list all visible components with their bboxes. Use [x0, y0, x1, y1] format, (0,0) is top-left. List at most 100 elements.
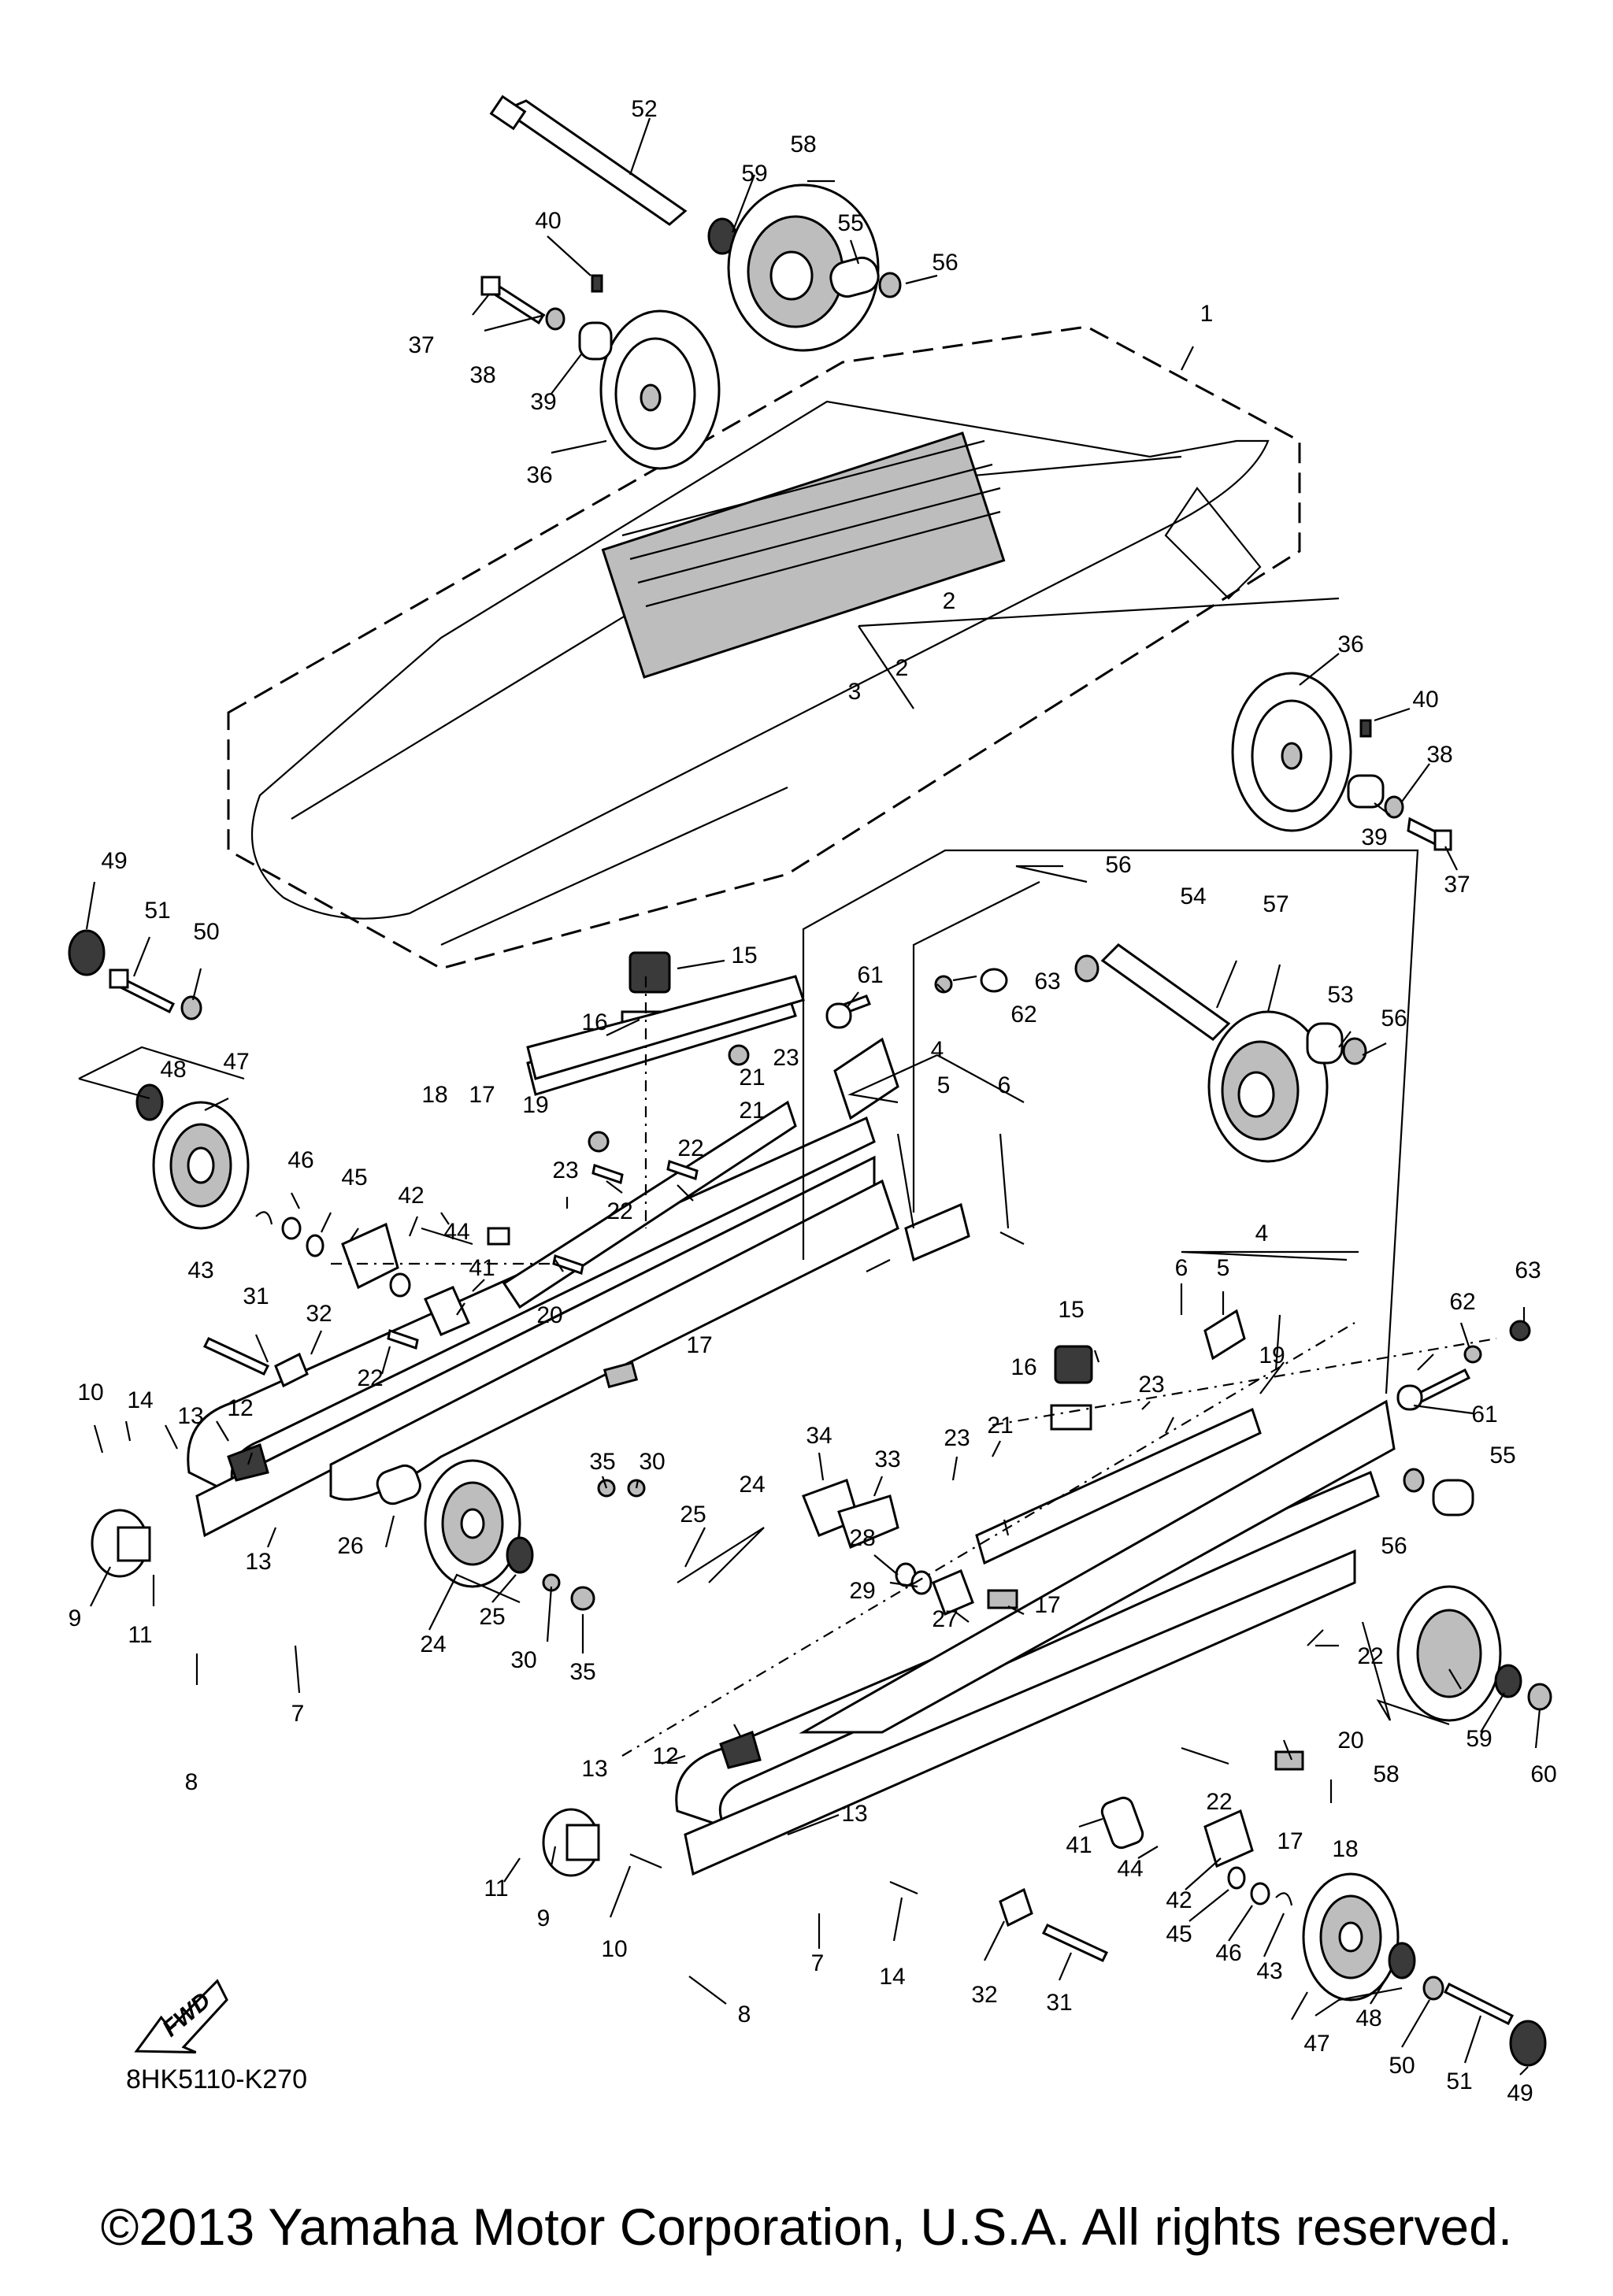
- callout-18: 18: [421, 1082, 447, 1108]
- callout-43b: 43: [1256, 1958, 1282, 1984]
- callout-13d: 13: [841, 1801, 867, 1827]
- callout-40: 40: [535, 208, 561, 234]
- callout-31: 31: [243, 1283, 269, 1309]
- callout-36b: 36: [1337, 631, 1363, 657]
- callout-17b: 17: [686, 1332, 712, 1358]
- callout-5: 5: [937, 1072, 951, 1098]
- right-slide-rail: [542, 1309, 1552, 2067]
- leader-lines: [78, 117, 1541, 2076]
- callout-16b: 16: [1010, 1354, 1036, 1380]
- callout-21c: 21: [987, 1413, 1013, 1439]
- callout-44b: 44: [1117, 1856, 1143, 1882]
- callout-27: 27: [932, 1606, 958, 1632]
- callout-12b: 12: [652, 1743, 678, 1769]
- callout-61b: 61: [1471, 1402, 1497, 1428]
- callout-50b: 50: [1389, 2053, 1415, 2079]
- callout-49b: 49: [1507, 2080, 1533, 2106]
- callout-62b: 62: [1449, 1289, 1475, 1315]
- callout-14b: 14: [879, 1964, 905, 1990]
- callout-20: 20: [536, 1302, 562, 1328]
- callout-24b: 24: [420, 1631, 446, 1657]
- callout-52: 52: [631, 96, 657, 122]
- callout-61: 61: [857, 962, 883, 988]
- callout-38b: 38: [1426, 742, 1452, 768]
- callout-50: 50: [193, 919, 219, 945]
- callout-6b: 6: [1175, 1255, 1188, 1281]
- copyright-footer: ©2013 Yamaha Motor Corporation, U.S.A. A…: [100, 2198, 1513, 2256]
- callout-57: 57: [1263, 891, 1289, 917]
- callout-35: 35: [589, 1449, 615, 1475]
- callout-59b: 59: [1466, 1726, 1492, 1752]
- callout-35b: 35: [569, 1659, 595, 1685]
- callout-44: 44: [443, 1219, 469, 1245]
- callout-4: 4: [931, 1037, 944, 1063]
- callout-41: 41: [469, 1255, 495, 1281]
- callout-23d: 23: [944, 1425, 970, 1451]
- callout-10: 10: [77, 1379, 103, 1405]
- callout-23b: 23: [552, 1157, 578, 1183]
- callout-43: 43: [187, 1257, 213, 1283]
- callout-39: 39: [530, 389, 556, 415]
- callout-8b: 8: [738, 2002, 751, 2028]
- callout-30: 30: [639, 1449, 665, 1475]
- callout-47b: 47: [1303, 2031, 1329, 2057]
- callout-32b: 32: [971, 1982, 997, 2008]
- callout-59: 59: [741, 161, 767, 187]
- callout-34: 34: [806, 1423, 832, 1449]
- callout-13c: 13: [581, 1756, 607, 1782]
- callout-13: 13: [177, 1403, 203, 1429]
- callout-7: 7: [291, 1701, 305, 1727]
- callout-20b: 20: [1337, 1728, 1363, 1753]
- callout-9b: 9: [537, 1905, 551, 1931]
- callout-48b: 48: [1355, 2005, 1381, 2031]
- callout-48: 48: [160, 1057, 186, 1083]
- rear-idler-group: [1231, 672, 1452, 851]
- callout-23c: 23: [1138, 1372, 1164, 1398]
- callout-25: 25: [680, 1502, 706, 1528]
- callout-60: 60: [1530, 1761, 1556, 1787]
- callout-40b: 40: [1412, 687, 1438, 713]
- callout-58: 58: [790, 131, 816, 157]
- track-lugs: [601, 431, 1262, 679]
- callout-22c: 22: [357, 1365, 383, 1391]
- callout-17d: 17: [1277, 1828, 1303, 1854]
- callout-39b: 39: [1361, 824, 1387, 850]
- callout-58b: 58: [1373, 1761, 1399, 1787]
- callout-36: 36: [526, 462, 552, 488]
- callout-5b: 5: [1217, 1255, 1230, 1281]
- callout-25b: 25: [479, 1604, 505, 1630]
- fwd-arrow-icon: FWD: [134, 1979, 228, 2054]
- callout-23: 23: [773, 1045, 799, 1071]
- track-outline: [227, 325, 1340, 970]
- callout-21: 21: [739, 1065, 765, 1091]
- callout-54: 54: [1180, 883, 1206, 909]
- callout-37b: 37: [1444, 872, 1470, 898]
- callout-21b: 21: [739, 1098, 765, 1124]
- callout-11b: 11: [484, 1876, 508, 1902]
- callout-22e: 22: [1206, 1789, 1232, 1815]
- callout-16: 16: [581, 1009, 607, 1035]
- callout-18b: 18: [1332, 1836, 1358, 1862]
- callout-62: 62: [1010, 1002, 1036, 1028]
- callout-51: 51: [144, 898, 170, 924]
- callout-17: 17: [469, 1082, 495, 1108]
- callout-26: 26: [337, 1533, 363, 1559]
- callout-19b: 19: [1259, 1342, 1285, 1368]
- callout-11: 11: [128, 1622, 152, 1648]
- callout-33: 33: [874, 1446, 900, 1472]
- callout-8: 8: [185, 1769, 198, 1795]
- callout-63: 63: [1034, 968, 1060, 994]
- callout-15b: 15: [1058, 1297, 1084, 1323]
- callout-30b: 30: [510, 1647, 536, 1673]
- callout-3: 3: [848, 679, 862, 705]
- callout-53: 53: [1327, 982, 1353, 1008]
- callout-7b: 7: [811, 1950, 825, 1976]
- callout-13b: 13: [245, 1549, 271, 1575]
- callout-42: 42: [398, 1183, 424, 1209]
- reference-code: 8HK5110-K270: [126, 2065, 307, 2094]
- callout-22: 22: [677, 1135, 703, 1161]
- callout-55: 55: [837, 210, 863, 236]
- callout-14: 14: [127, 1387, 153, 1413]
- callout-4b: 4: [1255, 1220, 1269, 1246]
- callout-6: 6: [998, 1072, 1011, 1098]
